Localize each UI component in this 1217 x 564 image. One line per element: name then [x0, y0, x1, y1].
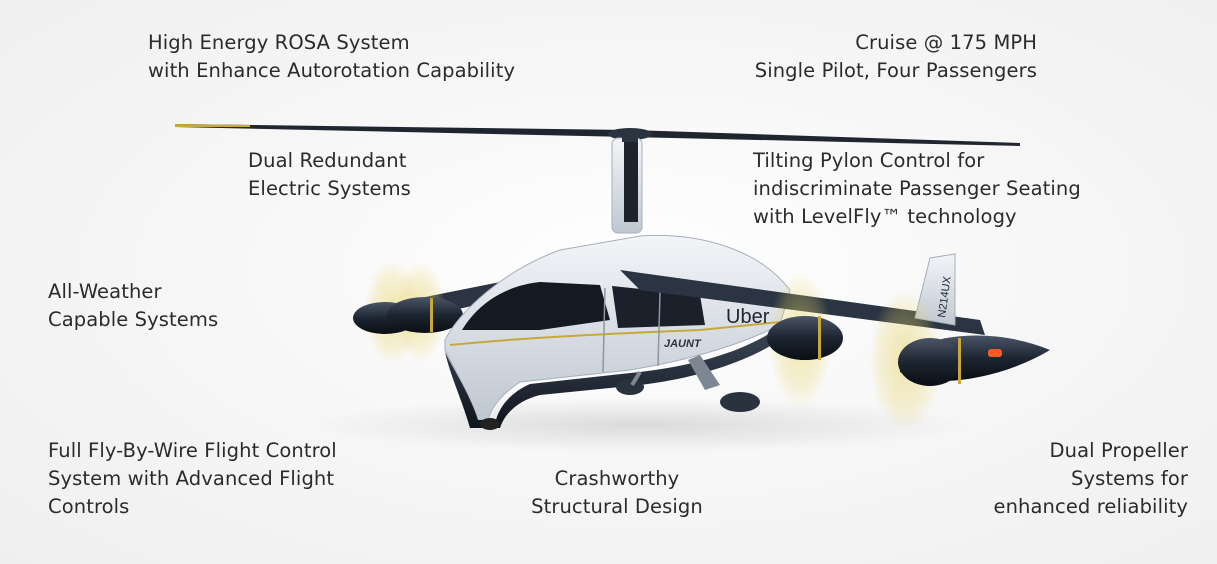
caption-line: Dual Redundant [248, 149, 407, 172]
caption-line: indiscriminate Passenger Seating [753, 177, 1081, 200]
caption-line: Crashworthy [554, 467, 680, 490]
caption-line: with Enhance Autorotation Capability [148, 59, 516, 82]
caption-tilting-pylon: Tilting Pylon Control for indiscriminate… [753, 147, 1081, 231]
caption-line: Cruise @ 175 MPH [855, 31, 1037, 54]
caption-cruise-speed: Cruise @ 175 MPH Single Pilot, Four Pass… [746, 29, 1037, 85]
caption-line: Single Pilot, Four Passengers [754, 59, 1037, 82]
left-engine-pods [353, 297, 463, 334]
fuselage-logo: Uber [726, 306, 770, 328]
fuselage [444, 234, 791, 430]
caption-all-weather: All-Weather Capable Systems [48, 278, 218, 334]
caption-electric-systems: Dual Redundant Electric Systems [248, 147, 411, 203]
caption-line: System with Advanced Flight [48, 467, 335, 490]
caption-fly-by-wire: Full Fly-By-Wire Flight Control System w… [48, 437, 337, 521]
caption-line: Structural Design [531, 495, 703, 518]
caption-line: enhanced reliability [993, 495, 1188, 518]
caption-line: Electric Systems [248, 177, 411, 200]
rotor-mast [611, 132, 643, 234]
caption-line: Controls [48, 495, 130, 518]
caption-line: Tilting Pylon Control for [753, 149, 985, 172]
caption-line: High Energy ROSA System [148, 31, 410, 54]
caption-line: Full Fly-By-Wire Flight Control [48, 439, 337, 462]
caption-line: Capable Systems [48, 308, 219, 331]
caption-line: Systems for [1071, 467, 1188, 490]
caption-crashworthy: Crashworthy Structural Design [528, 465, 706, 521]
caption-rosa-system: High Energy ROSA System with Enhance Aut… [148, 29, 515, 85]
fuselage-nameplate: JAUNT [664, 338, 702, 350]
ground-shadow [310, 397, 970, 453]
main-rotor [175, 124, 1020, 146]
landing-gear [616, 355, 760, 412]
right-engine-pods [767, 316, 1050, 386]
caption-line: with LevelFly™ technology [753, 205, 1017, 228]
tail-number: N214UX [936, 275, 954, 318]
caption-line: All-Weather [48, 280, 162, 303]
caption-dual-propeller: Dual Propeller Systems for enhanced reli… [986, 437, 1188, 521]
caption-line: Dual Propeller [1049, 439, 1188, 462]
